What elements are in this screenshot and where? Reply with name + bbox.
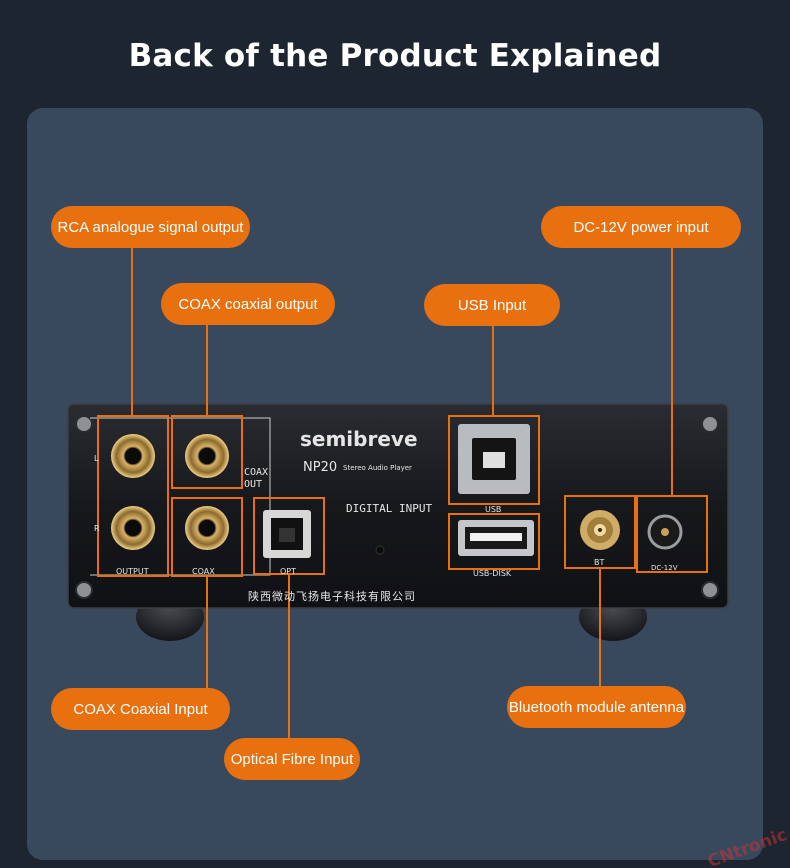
- device-usb-label: USB: [485, 505, 501, 514]
- callout-usb-input: USB Input: [424, 284, 560, 326]
- watermark-logo: CNtronic: [705, 825, 790, 868]
- page-title: Back of the Product Explained: [128, 38, 662, 74]
- device-model: NP20: [303, 460, 337, 475]
- device-dc-label: DC-12V: [651, 564, 678, 572]
- device-bt-label: BT: [594, 558, 604, 567]
- device-body: [67, 403, 729, 609]
- usb-b-port-icon: [458, 424, 530, 494]
- device-output-label: OUTPUT: [116, 567, 149, 576]
- callout-coax-input: COAX Coaxial Input: [51, 688, 230, 730]
- device-brand: semibreve: [300, 427, 418, 451]
- watermark-text: CNtronic: [705, 825, 790, 868]
- callout-rca-output: RCA analogue signal output: [51, 206, 250, 248]
- callout-bt-antenna: Bluetooth module antenna: [507, 686, 686, 728]
- highlight-usb-disk: [448, 513, 540, 570]
- dc-jack-icon: [647, 514, 683, 550]
- callout-optical-input: Optical Fibre Input: [224, 738, 360, 780]
- callout-coax-output: COAX coaxial output: [161, 283, 335, 325]
- antenna-connector-icon: [580, 510, 620, 550]
- device-coax-out-label-2: OUT: [244, 479, 262, 490]
- device-coax-out-label-1: COAX: [244, 467, 268, 478]
- device-digital-input-label: DIGITAL INPUT: [346, 502, 432, 515]
- device-usb-disk-label: USB-DISK: [473, 569, 512, 578]
- device-channel-r: R: [94, 524, 100, 533]
- indicator-led-icon: [375, 545, 385, 555]
- callout-dc-power: DC-12V power input: [541, 206, 741, 248]
- device-channel-l: L: [94, 454, 99, 463]
- device-opt-label: OPT: [280, 567, 296, 576]
- rca-jack-icon: [111, 434, 229, 550]
- usb-a-port-icon: [458, 520, 534, 556]
- optical-port-icon: [263, 510, 311, 558]
- screw-icon: [75, 415, 719, 599]
- device-coax-label: COAX: [192, 567, 215, 576]
- device-maker-text: 陕西微动飞扬电子科技有限公司: [248, 589, 416, 603]
- device-model-sub: Stereo Audio Player: [343, 464, 412, 472]
